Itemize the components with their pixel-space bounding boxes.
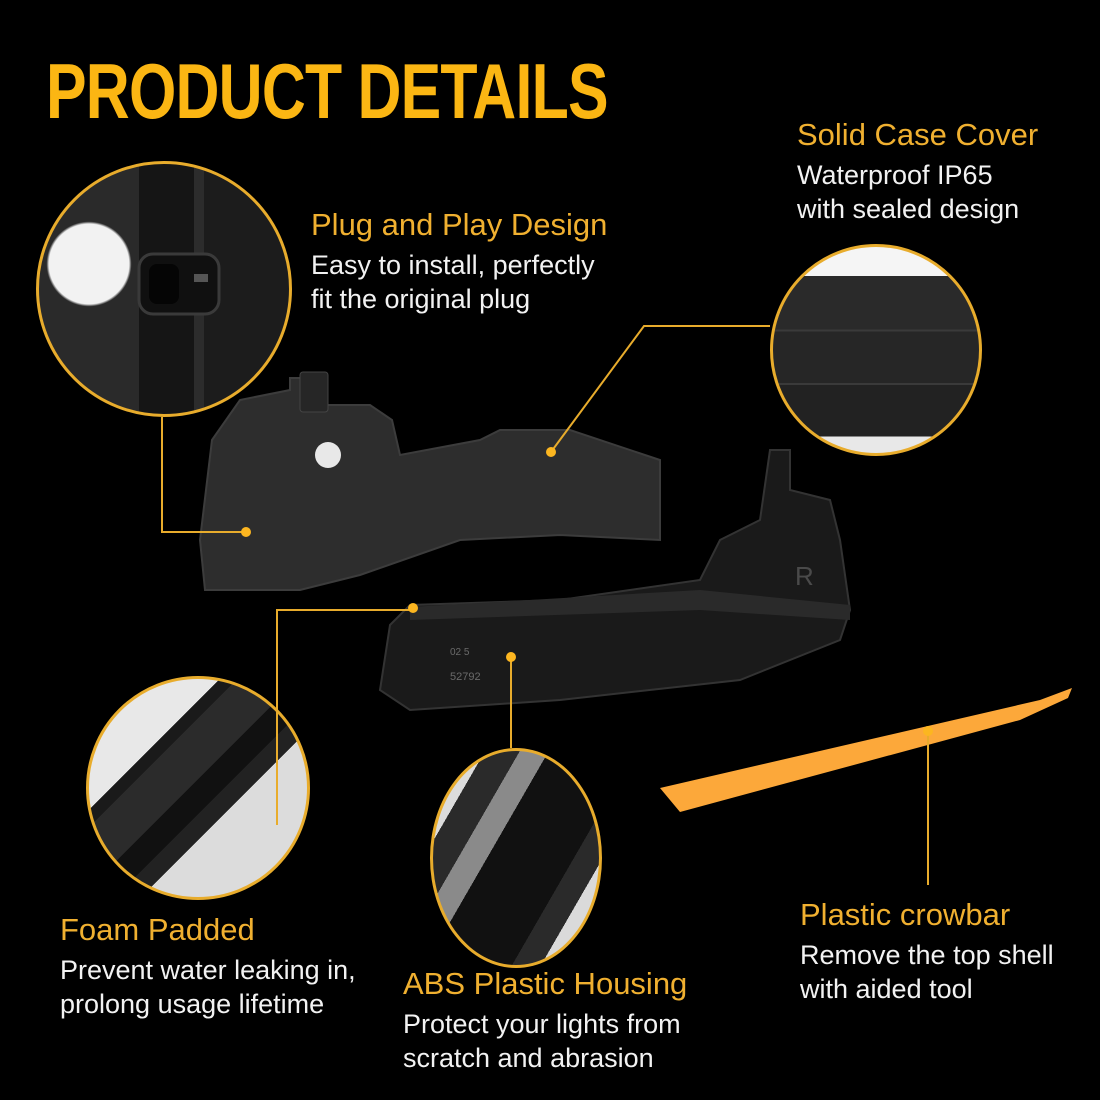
side-marking: R: [795, 561, 814, 591]
detail-circle-plug: [36, 161, 292, 417]
connector-plug-icon: [137, 252, 221, 316]
part-code-2: 52792: [450, 671, 481, 683]
feature-solid-case-cover: Solid Case Cover Waterproof IP65 with se…: [797, 116, 1038, 226]
page-title: PRODUCT DETAILS: [46, 47, 609, 135]
feature-desc-line: Remove the top shell: [800, 939, 1054, 970]
feature-desc-line: with aided tool: [800, 973, 973, 1004]
feature-plug-and-play: Plug and Play Design Easy to install, pe…: [311, 206, 607, 316]
bottom-housing-part: 02 5 52792 R: [378, 449, 852, 712]
feature-desc-line: Waterproof IP65: [797, 159, 993, 190]
feature-desc-line: scratch and abrasion: [403, 1042, 654, 1073]
feature-heading: Foam Padded: [60, 912, 255, 947]
feature-plastic-crowbar: Plastic crowbar Remove the top shell wit…: [800, 896, 1054, 1006]
feature-desc-line: Easy to install, perfectly: [311, 249, 595, 280]
feature-heading: ABS Plastic Housing: [403, 966, 688, 1001]
part-code-1: 02 5: [450, 647, 470, 658]
feature-desc-line: prolong usage lifetime: [60, 988, 325, 1019]
feature-desc-line: fit the original plug: [311, 283, 531, 314]
plastic-crowbar-tool: [660, 688, 1072, 812]
callout-dot: [506, 652, 516, 662]
feature-abs-housing: ABS Plastic Housing Protect your lights …: [403, 965, 687, 1075]
feature-foam-padded: Foam Padded Prevent water leaking in, pr…: [60, 911, 356, 1021]
detail-circle-housing: [430, 748, 602, 968]
feature-desc-line: Prevent water leaking in,: [60, 954, 356, 985]
feature-heading: Solid Case Cover: [797, 117, 1039, 152]
callout-dot: [408, 603, 418, 613]
feature-heading: Plug and Play Design: [311, 207, 608, 242]
feature-desc-line: with sealed design: [797, 193, 1020, 224]
feature-desc-line: Protect your lights from: [403, 1008, 681, 1039]
detail-circle-case-cover: [770, 244, 982, 456]
callout-dot: [923, 726, 933, 736]
detail-circle-foam: [86, 676, 310, 900]
callout-dot: [546, 447, 556, 457]
callout-dot: [241, 527, 251, 537]
top-housing-part: [198, 371, 661, 591]
feature-heading: Plastic crowbar: [800, 897, 1011, 932]
